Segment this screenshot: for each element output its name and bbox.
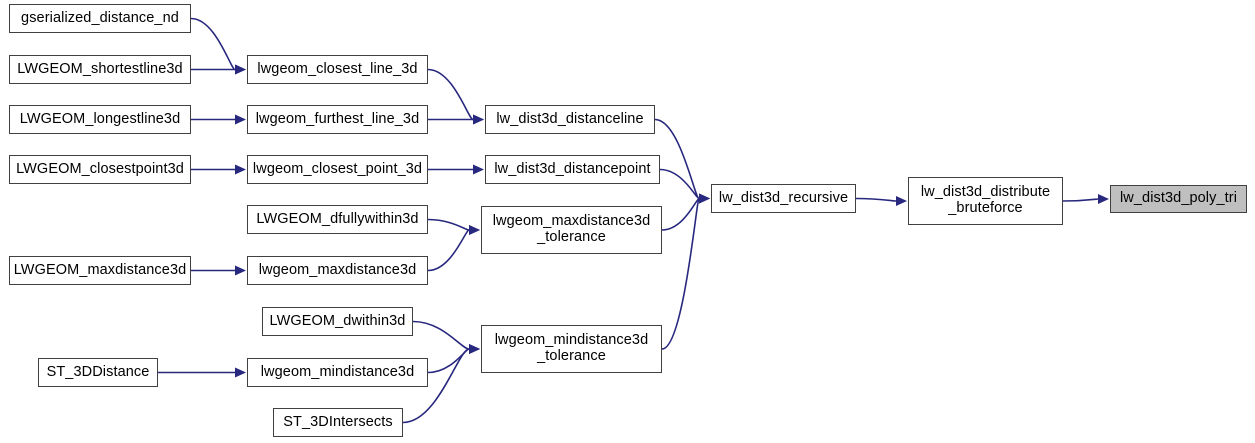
graph-edge-LWGEOM_shortestline3d-to-lwgeom_closest_line_3d: [191, 64, 246, 75]
graph-edge-lwgeom_mindistance3d_tolerance-to-lw_dist3d_recursive: [661, 193, 710, 350]
graph-node-LWGEOM_maxdistance3d[interactable]: LWGEOM_maxdistance3d: [9, 256, 191, 285]
graph-node-lw_dist3d_distanceline[interactable]: lw_dist3d_distanceline: [485, 105, 655, 134]
graph-edge-lwgeom_closest_line_3d-to-lw_dist3d_distanceline: [427, 68, 484, 125]
graph-edge-lw_dist3d_distanceline-to-lw_dist3d_recursive: [654, 118, 710, 204]
graph-edge-lwgeom_mindistance3d-to-lwgeom_mindistance3d_tolerance: [427, 344, 480, 374]
graph-node-LWGEOM_shortestline3d[interactable]: LWGEOM_shortestline3d: [9, 55, 191, 84]
graph-edge-LWGEOM_longestline3d-to-lwgeom_furthest_line_3d: [191, 114, 246, 125]
graph-node-lwgeom_closest_line_3d[interactable]: lwgeom_closest_line_3d: [247, 55, 428, 84]
graph-node-lw_dist3d_distribute_bruteforce[interactable]: lw_dist3d_distribute _bruteforce: [908, 177, 1063, 225]
graph-node-gserialized_distance_nd[interactable]: gserialized_distance_nd: [9, 4, 191, 33]
graph-node-lwgeom_closest_point_3d[interactable]: lwgeom_closest_point_3d: [247, 155, 428, 184]
graph-edge-lw_dist3d_distribute_bruteforce-to-lw_dist3d_poly_tri: [1062, 194, 1109, 204]
graph-edge-LWGEOM_dfullywithin3d-to-lwgeom_maxdistance3d_tolerance: [427, 218, 480, 235]
graph-edge-lw_dist3d_recursive-to-lw_dist3d_distribute_bruteforce: [855, 196, 907, 206]
graph-node-LWGEOM_closestpoint3d[interactable]: LWGEOM_closestpoint3d: [9, 155, 191, 184]
graph-edge-LWGEOM_dwithin3d-to-lwgeom_mindistance3d_tolerance: [412, 320, 480, 354]
graph-node-lwgeom_furthest_line_3d[interactable]: lwgeom_furthest_line_3d: [247, 105, 428, 134]
graph-node-lwgeom_mindistance3d[interactable]: lwgeom_mindistance3d: [247, 358, 428, 387]
graph-node-lwgeom_maxdistance3d[interactable]: lwgeom_maxdistance3d: [247, 256, 428, 285]
graph-node-lwgeom_mindistance3d_tolerance[interactable]: lwgeom_mindistance3d _tolerance: [481, 325, 662, 373]
graph-node-lw_dist3d_distancepoint[interactable]: lw_dist3d_distancepoint: [485, 155, 660, 184]
graph-edge-lw_dist3d_distancepoint-to-lw_dist3d_recursive: [659, 168, 710, 204]
graph-edge-LWGEOM_closestpoint3d-to-lwgeom_closest_point_3d: [191, 164, 246, 175]
graph-node-LWGEOM_longestline3d[interactable]: LWGEOM_longestline3d: [9, 105, 191, 134]
graph-node-lw_dist3d_poly_tri[interactable]: lw_dist3d_poly_tri: [1110, 185, 1247, 213]
graph-node-ST_3DDistance[interactable]: ST_3DDistance: [38, 358, 158, 387]
graph-node-LWGEOM_dfullywithin3d[interactable]: LWGEOM_dfullywithin3d: [247, 205, 428, 234]
graph-edge-lwgeom_closest_point_3d-to-lw_dist3d_distancepoint: [428, 164, 484, 175]
graph-node-LWGEOM_dwithin3d[interactable]: LWGEOM_dwithin3d: [262, 307, 413, 336]
graph-edge-lwgeom_maxdistance3d-to-lwgeom_maxdistance3d_tolerance: [427, 225, 480, 272]
graph-edge-gserialized_distance_nd-to-lwgeom_closest_line_3d: [190, 17, 246, 75]
graph-edge-lwgeom_furthest_line_3d-to-lw_dist3d_distanceline: [428, 114, 484, 125]
graph-node-lwgeom_maxdistance3d_tolerance[interactable]: lwgeom_maxdistance3d _tolerance: [481, 206, 662, 254]
graph-edge-LWGEOM_maxdistance3d-to-lwgeom_maxdistance3d: [191, 265, 246, 276]
graph-node-ST_3DIntersects[interactable]: ST_3DIntersects: [273, 408, 403, 437]
graph-edge-ST_3DDistance-to-lwgeom_mindistance3d: [158, 367, 246, 378]
graph-edge-lwgeom_maxdistance3d_tolerance-to-lw_dist3d_recursive: [661, 193, 710, 231]
graph-node-lw_dist3d_recursive[interactable]: lw_dist3d_recursive: [711, 184, 856, 213]
